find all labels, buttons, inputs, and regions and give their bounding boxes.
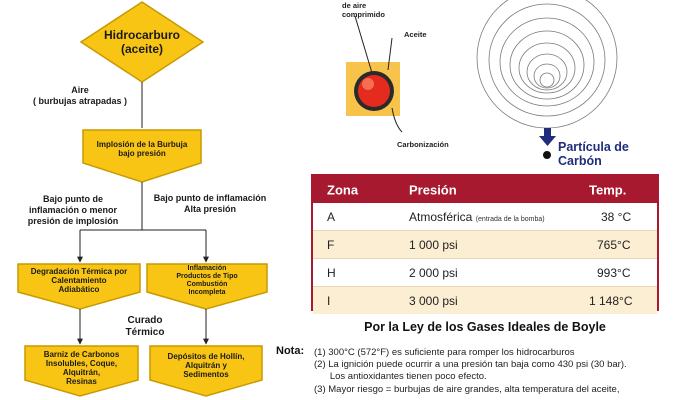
header-presion: Presión [409,182,457,197]
zone-pressure-table: Zona Presión Temp. A Atmosférica (entrad… [311,174,659,314]
carbon-varnish-shape [24,345,139,397]
table-row: F 1 000 psi 765°C [313,230,657,258]
soot-deposits-shape [149,345,263,397]
table-row: H 2 000 psi 993°C [313,258,657,286]
pressure-contours [476,0,618,129]
table-header: Zona Presión Temp. [313,176,657,203]
soot-deposits-box: Depósitos de Hollín, Alquitrán y Sedimen… [167,351,245,379]
oil-label: Aceite [404,30,427,39]
high-flash-label: Bajo punto de inflamación Alta presión [153,193,267,214]
carbon-particle-label: Partícula de Carbón [558,140,629,168]
boyle-caption: Por la Ley de los Gases Ideales de Boyle [364,320,606,334]
thermal-cure-label: Curado Térmico [125,315,165,338]
notes-label: Nota: [276,345,305,357]
header-temp: Temp. [589,182,627,197]
note-line: (2) La ignición puede ocurrir a una pres… [314,359,627,370]
carbon-varnish-box: Barniz de Carbonos Insolubles, Coque, Al… [43,350,120,386]
thermal-degradation-box: Degradación Térmica por Calentamiento Ad… [30,266,128,294]
air-bubble [358,75,390,107]
carbon-particle-dot [543,151,551,159]
implosion-shape [82,129,202,183]
note-line: Los antioxidantes tienen poco efecto. [314,371,487,382]
air-label: Aire ( burbujas atrapadas ) [32,85,128,106]
table-row: A Atmosférica (entrada de la bomba) 38 °… [327,209,632,224]
note-line: (3) Mayor riesgo = burbujas de aire gran… [314,384,620,395]
combustion-products-box: Inflamación Productos de Tipo Combustión… [176,265,238,296]
combustion-products-shape [146,263,268,310]
table-row: I 3 000 psi 1 148°C [313,286,657,314]
low-flash-label: Bajo punto de inflamación o menor presió… [27,194,119,226]
header-zona: Zona [327,182,359,197]
thermal-degradation-shape [17,263,141,310]
carbonization-label: Carbonización [397,140,449,149]
implosion-box: Implosión de la Burbuja bajo presión [96,140,188,158]
note-line: (1) 300°C (572°F) es suficiente para rom… [314,347,575,358]
compressed-air-label: de aire comprimido [342,1,385,19]
hydrocarbon-label: Hidrocarburo (aceite) [103,28,180,56]
